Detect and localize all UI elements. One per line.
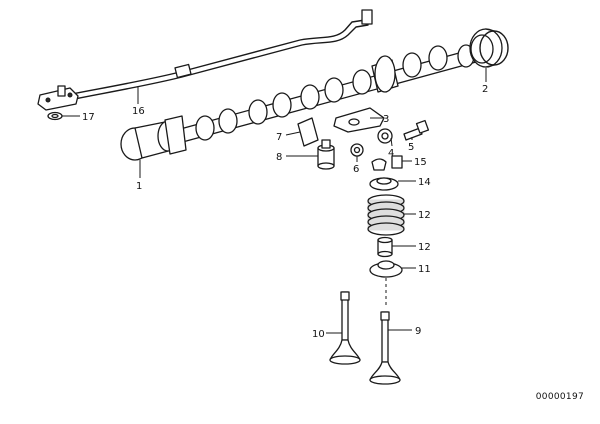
callout-2: 2	[482, 84, 488, 95]
cam-ring	[469, 28, 509, 68]
callout-6-right: 6	[353, 164, 359, 175]
callout-1: 1	[136, 181, 142, 192]
callout-12: 12	[418, 242, 431, 253]
diagram-reference-code: 00000197	[535, 392, 584, 402]
callout-9: 9	[415, 326, 421, 337]
exhaust-valve	[369, 311, 401, 385]
camshaft	[120, 44, 477, 161]
oil-tube	[37, 9, 373, 111]
intake-valve	[329, 291, 361, 365]
washer	[47, 111, 63, 121]
callout-11: 11	[418, 264, 431, 275]
callout-4: 4	[388, 148, 394, 159]
small-bushing	[350, 143, 364, 157]
spring-retainer	[369, 177, 399, 191]
callout-13: 12	[418, 210, 431, 221]
callout-15: 15	[414, 157, 427, 168]
valve-stem-seal	[377, 236, 393, 258]
callout-7: 7	[276, 132, 282, 143]
tappet	[297, 117, 335, 170]
bushing	[377, 128, 393, 144]
callout-17: 17	[82, 112, 95, 123]
leader-7	[285, 131, 301, 136]
callout-3: 3	[383, 114, 389, 125]
rocker-arm	[333, 107, 385, 133]
callout-14: 14	[418, 177, 431, 188]
callout-5: 5	[408, 142, 414, 153]
leader-4	[390, 137, 393, 147]
callout-16: 16	[132, 106, 145, 117]
callout-6-left: 8	[276, 152, 282, 163]
valve-spring	[367, 194, 405, 236]
callout-10: 10	[312, 329, 325, 340]
spring-seat	[369, 260, 403, 278]
valve-keepers	[371, 155, 403, 171]
bolt	[403, 119, 430, 141]
